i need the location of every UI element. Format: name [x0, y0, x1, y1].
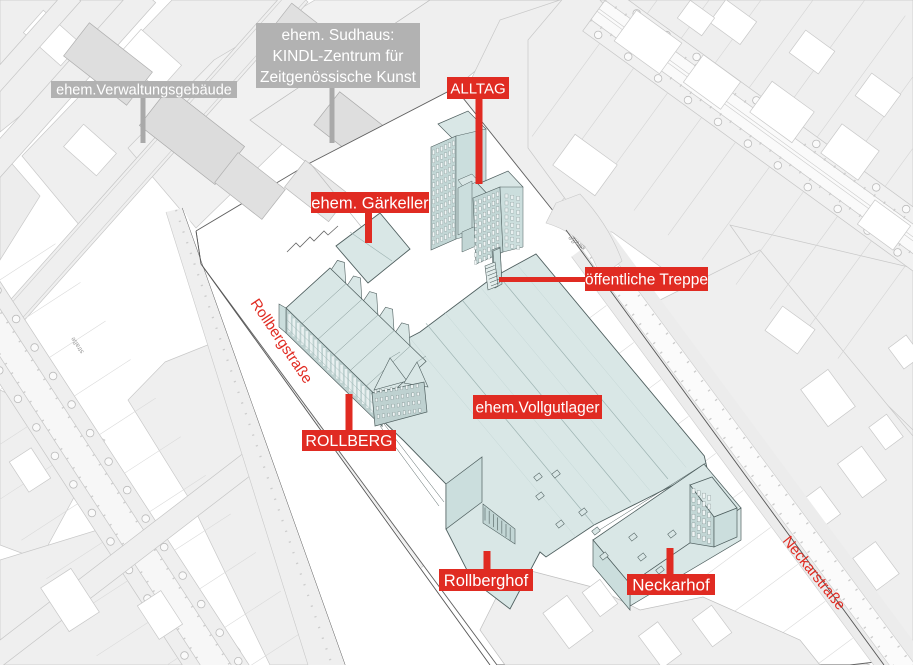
svg-text:Neckarhof: Neckarhof [632, 576, 710, 595]
svg-text:ehem.Vollgutlager: ehem.Vollgutlager [475, 400, 599, 417]
svg-text:ROLLBERG: ROLLBERG [305, 433, 392, 450]
svg-text:KINDL-Zentrum für: KINDL-Zentrum für [273, 48, 404, 65]
svg-text:ehem. Sudhaus:: ehem. Sudhaus: [282, 27, 395, 44]
svg-text:ALLTAG: ALLTAG [450, 80, 505, 97]
svg-text:öffentliche Treppe: öffentliche Treppe [585, 272, 708, 289]
svg-text:ehem.Verwaltungsgebäude: ehem.Verwaltungsgebäude [56, 83, 232, 99]
svg-text:Zeitgenössische Kunst: Zeitgenössische Kunst [260, 69, 417, 86]
svg-text:ehem. Gärkeller: ehem. Gärkeller [311, 194, 429, 212]
svg-text:Rollberghof: Rollberghof [444, 572, 529, 590]
